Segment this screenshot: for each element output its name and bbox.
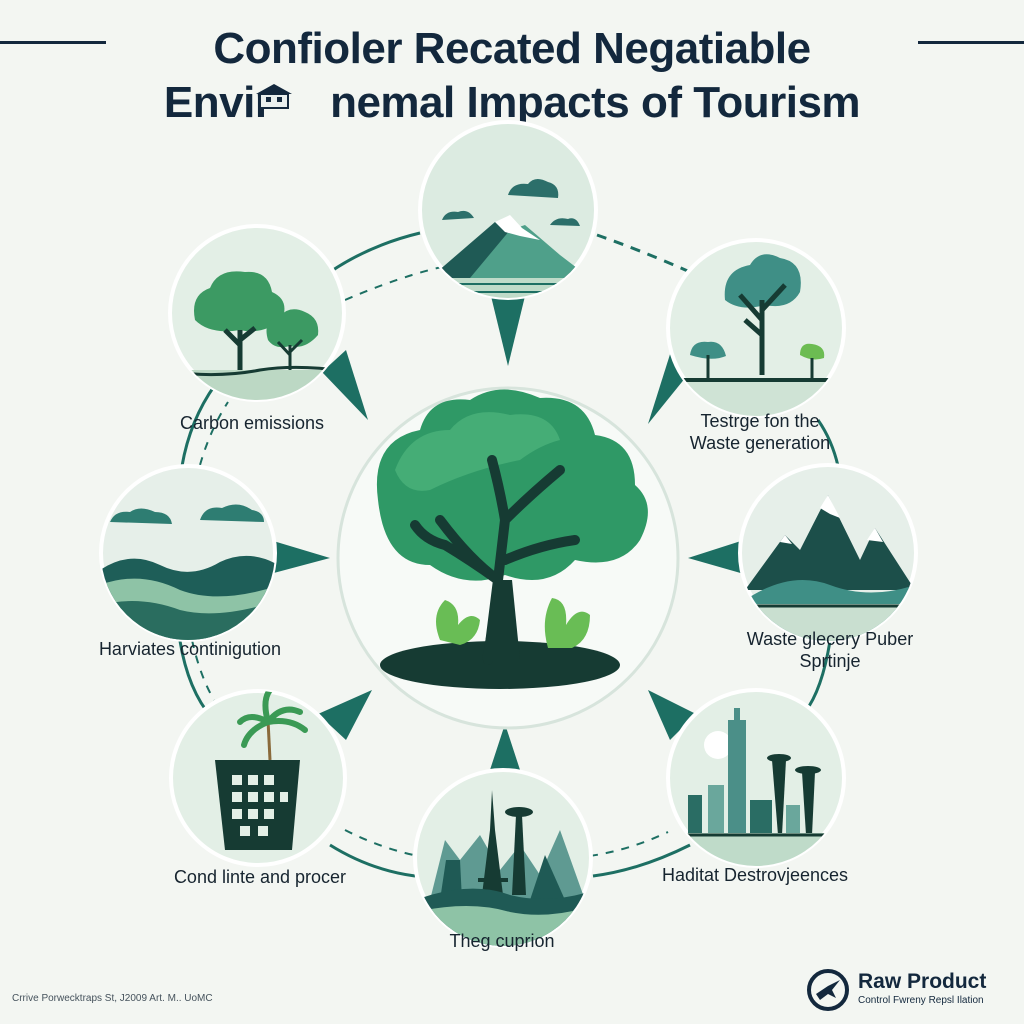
brand-tagline: Control Fwreny Repsl Ilation bbox=[858, 995, 984, 1006]
node-cond-linte bbox=[169, 689, 347, 867]
title-line-2: Envir nemal Impacts of Tourism bbox=[0, 76, 1024, 130]
brand-name: Raw Product bbox=[858, 970, 987, 993]
title-line-1: Confioler Recated Negatiable bbox=[213, 24, 811, 73]
house-icon bbox=[256, 84, 292, 109]
node-carbon-emissions bbox=[168, 224, 346, 402]
label-haditat: Haditat Destrovjeences bbox=[661, 865, 849, 885]
brand-logo: Raw Product Control Fwreny Repsl Ilation bbox=[806, 968, 1016, 1012]
node-haditat bbox=[666, 688, 846, 868]
footer-credit: Crrive Porwecktraps St, J2009 Art. M.. U… bbox=[12, 993, 213, 1004]
label-theg-cuprion: Theg cuprion bbox=[449, 931, 555, 951]
label-carbon-emissions: Carbon emissions bbox=[179, 413, 325, 433]
arrows bbox=[270, 292, 744, 776]
node-waste-top bbox=[666, 238, 846, 418]
page-title: Confioler Recated Negatiable Envir nemal… bbox=[0, 22, 1024, 130]
label-harviates: Harviates continigution bbox=[98, 639, 282, 659]
arrow-bottom bbox=[488, 724, 522, 776]
node-mountain-top bbox=[418, 120, 598, 300]
node-waste-glecery bbox=[738, 463, 918, 643]
label-waste-top: Testrge fon the Waste generation bbox=[660, 410, 860, 454]
arrow-right bbox=[688, 540, 744, 574]
arrow-lower-left bbox=[318, 690, 372, 740]
center-tree bbox=[336, 386, 680, 730]
label-waste-top-line-2: Waste generation bbox=[689, 433, 831, 453]
label-waste-glecery: Waste glecery Puber Sprtinje bbox=[720, 628, 940, 672]
arrow-lower-right bbox=[648, 690, 696, 740]
title-rule-left bbox=[0, 41, 106, 44]
label-waste-top-line-1: Testrge fon the bbox=[700, 411, 820, 431]
label-waste-glecery-line-1: Waste glecery Puber bbox=[746, 629, 914, 649]
node-theg-cuprion bbox=[413, 768, 593, 948]
arrow-upper-left bbox=[322, 350, 368, 420]
bird-logo-icon bbox=[807, 969, 849, 1011]
arrow-left bbox=[270, 540, 330, 574]
arrow-top bbox=[490, 292, 526, 366]
title-rule-right bbox=[918, 41, 1024, 44]
node-harviates bbox=[99, 464, 277, 642]
label-waste-glecery-line-2: Sprtinje bbox=[799, 651, 861, 671]
label-cond-linte: Cond linte and procer bbox=[173, 867, 347, 887]
